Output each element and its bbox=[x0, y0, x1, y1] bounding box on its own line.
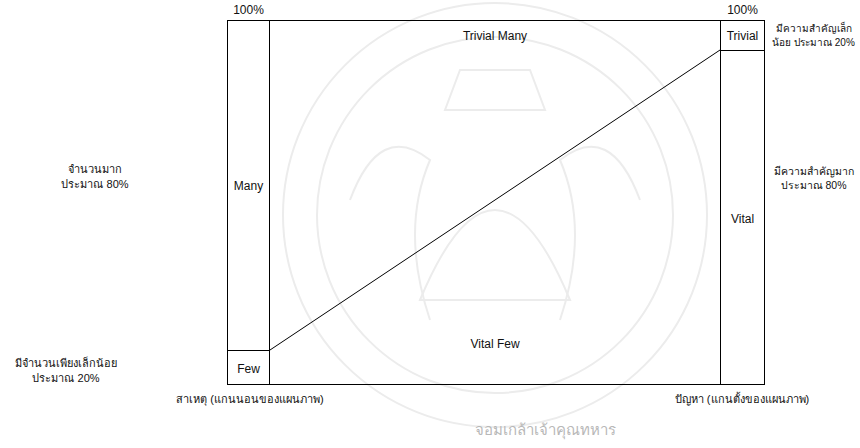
proportion-note: จำนวนมาก ประมาณ 80% bbox=[50, 162, 140, 192]
watermark-emblem bbox=[283, 3, 707, 427]
segment-label: Trivial bbox=[727, 28, 759, 42]
percent-heading: 100% bbox=[727, 3, 758, 17]
axis-label: สาเหตุ (แกนนอนของแผนภาพ) bbox=[176, 392, 323, 407]
cause-column: 100%ManyFew bbox=[227, 20, 270, 385]
proportion-note: มีจำนวนเพียงเล็กน้อย ประมาณ 20% bbox=[4, 356, 128, 386]
proportion-note: มีความสำคัญเล็กน้อย ประมาณ 20% bbox=[770, 22, 857, 49]
pareto-diagonal bbox=[270, 50, 720, 350]
many-segment: Many bbox=[228, 21, 269, 351]
proportion-note: มีความสำคัญมาก ประมาณ 80% bbox=[770, 164, 857, 192]
watermark-text: จอมเกล้าเจ้าคุณทหาร bbox=[475, 420, 616, 440]
problem-column: 100%TrivialVital bbox=[720, 20, 765, 385]
segment-label: Many bbox=[234, 178, 263, 192]
axis-label: ปัญหา (แกนตั้งของแผนภาพ) bbox=[675, 392, 809, 407]
segment-label: Vital bbox=[731, 211, 754, 225]
pareto-area: Trivial ManyVital Few bbox=[270, 20, 720, 385]
segment-label: Vital Few bbox=[470, 337, 519, 351]
trivial-segment: Trivial bbox=[721, 21, 764, 51]
vital-segment: Vital bbox=[721, 51, 764, 386]
percent-heading: 100% bbox=[233, 3, 264, 17]
few-segment: Few bbox=[228, 351, 269, 386]
segment-label: Few bbox=[237, 361, 260, 375]
segment-label: Trivial Many bbox=[463, 29, 527, 43]
